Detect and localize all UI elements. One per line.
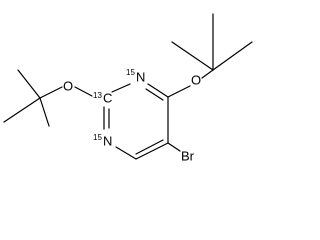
bond-c6-n1 bbox=[115, 146, 137, 160]
structure-diagram: O 13 C 15 N 15 N O Br bbox=[3, 13, 253, 163]
bond-tbu-left-quaternary-methyl-bottom bbox=[39, 97, 50, 127]
bond-c5-c6 bbox=[135, 142, 169, 160]
bond-c2-n3 bbox=[111, 83, 131, 93]
bond-c5-c6-double bbox=[135, 139, 164, 155]
atom-isotope-n1: 15 bbox=[93, 133, 102, 142]
bond-n3-c4 bbox=[147, 83, 169, 98]
atom-label-oxygen-right: O bbox=[191, 72, 201, 87]
atom-label-c2: C bbox=[103, 90, 112, 105]
bond-n3-c4-double bbox=[145, 88, 164, 101]
molecule-drawing: O 13 C 15 N 15 N O Br bbox=[3, 13, 253, 163]
bond-c5-bromine bbox=[167, 142, 181, 152]
atom-label-oxygen-left: O bbox=[63, 78, 73, 93]
bond-tbu-left-quaternary-oxygen bbox=[39, 86, 63, 99]
atom-label-n3: N bbox=[136, 69, 145, 84]
bond-tbu-left-quaternary-methyl-left bbox=[3, 97, 41, 123]
atom-label-n1: N bbox=[103, 133, 112, 148]
atom-isotope-n3: 15 bbox=[126, 68, 135, 77]
atom-isotope-c2: 13 bbox=[93, 91, 102, 100]
bond-tbu-right-quaternary-methyl-left bbox=[171, 41, 214, 71]
bond-oxygen-right-quaternary bbox=[201, 69, 214, 79]
bond-oxygen-left-c2 bbox=[74, 86, 93, 97]
bond-tbu-left-quaternary-methyl-top bbox=[17, 69, 41, 99]
atom-label-bromine: Br bbox=[181, 148, 195, 163]
bond-tbu-right-quaternary-methyl-right bbox=[212, 41, 253, 71]
bond-c4-oxygen-right bbox=[167, 85, 191, 98]
